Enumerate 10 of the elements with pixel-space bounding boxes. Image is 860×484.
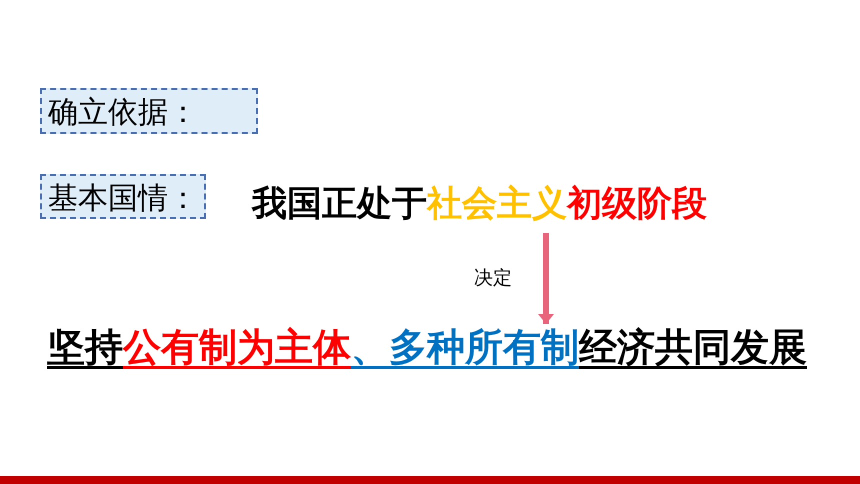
statement-text: 经济共同发展 [579,325,807,369]
statement-text: 坚持 [47,325,123,369]
statement-text: 、多种所有制 [351,325,579,369]
statement-text: 初级阶段 [567,184,707,224]
statement-text: 我国正处于 [252,184,427,224]
statement-text: 公有制为主体 [123,325,351,369]
label-box: 确立依据： [40,88,258,134]
statement-text: 社会主义 [427,184,567,224]
arrow [538,233,554,324]
label-box: 基本国情： [40,174,206,219]
